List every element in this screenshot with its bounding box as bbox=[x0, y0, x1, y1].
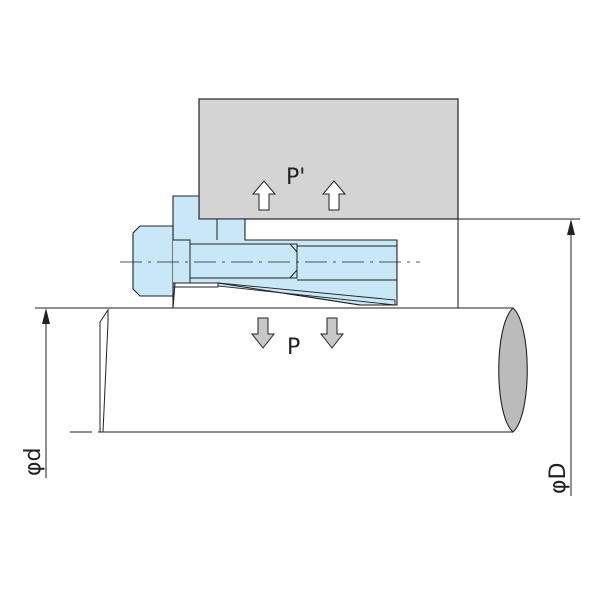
dim-d-arrowhead bbox=[42, 308, 50, 324]
label-shaft-diameter: φd bbox=[21, 448, 46, 476]
inner-ring bbox=[173, 282, 395, 306]
bolt-shank bbox=[173, 239, 191, 284]
arrow-down-left bbox=[250, 317, 276, 349]
bolt-head bbox=[132, 225, 174, 297]
dim-D-arrowhead bbox=[567, 219, 575, 235]
hub-extension bbox=[397, 218, 580, 308]
label-force-top: P' bbox=[286, 165, 305, 190]
arrow-down-right bbox=[319, 317, 345, 349]
label-outer-diameter: φD bbox=[546, 463, 571, 494]
bolt-thread-body bbox=[189, 243, 298, 279]
shaft-break-line bbox=[99, 308, 109, 433]
arrow-up-left bbox=[251, 180, 277, 211]
bolt-thread-end bbox=[289, 243, 298, 279]
shaft-end bbox=[498, 307, 528, 433]
arrow-up-right bbox=[321, 180, 347, 211]
label-force-bottom: P bbox=[287, 335, 300, 360]
